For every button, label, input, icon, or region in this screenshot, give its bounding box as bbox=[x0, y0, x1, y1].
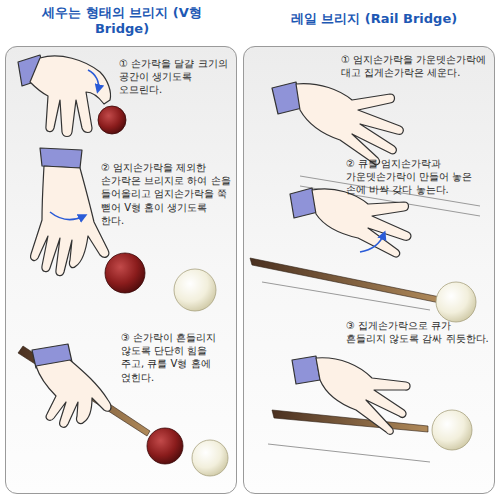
red-ball bbox=[98, 106, 126, 134]
step-text: ① 엄지손가락을 가운뎃손가락에 대고 집게손가락은 세운다. bbox=[341, 53, 491, 79]
step-text: ① 손가락을 달걀 크기의 공간이 생기도록 오므린다. bbox=[119, 57, 231, 97]
hand-figure bbox=[18, 55, 111, 137]
hand bbox=[316, 358, 410, 435]
motion-arrow bbox=[88, 70, 99, 90]
step-text: ③ 손가락이 흔들리지 않도록 단단히 힘을 주고, 큐를 V형 홈에 얹힌다. bbox=[121, 331, 231, 384]
hand-figure bbox=[292, 356, 410, 434]
bridge-panel: 세우는 형태의 브리지 (V형 Bridge)① 손가락을 달걀 크기의 공간이… bbox=[5, 46, 237, 494]
text-slot: 세우는 형태의 브리지 (V형 Bridge) bbox=[42, 5, 202, 38]
text-slot: ② 엄지손가락을 제외한 손가락은 브리지로 하여 손을 들어올리고 엄지손가락… bbox=[101, 161, 233, 227]
rail-line bbox=[268, 444, 430, 462]
sleeve-cuff bbox=[40, 148, 82, 168]
panel-ground bbox=[243, 46, 495, 494]
text-slot: ① 엄지손가락을 가운뎃손가락에 대고 집게손가락은 세운다. bbox=[341, 53, 491, 79]
hand bbox=[296, 84, 403, 165]
text-slot: ③ 손가락이 흔들리지 않도록 단단히 힘을 주고, 큐를 V형 홈에 얹힌다. bbox=[121, 331, 231, 384]
motion-arrow bbox=[360, 234, 384, 252]
step-text: ③ 집게손가락으로 큐가 흔들리지 않도록 감싸 쥐듯한다. bbox=[346, 319, 491, 345]
panel-ground bbox=[5, 46, 237, 494]
hand-figure bbox=[31, 148, 109, 276]
hand bbox=[312, 189, 411, 257]
white-ball bbox=[432, 410, 472, 450]
text-slot: ③ 집게손가락으로 큐가 흔들리지 않도록 감싸 쥐듯한다. bbox=[346, 319, 491, 345]
white-ball bbox=[174, 269, 216, 311]
panel-heading: 세우는 형태의 브리지 (V형 Bridge) bbox=[42, 5, 202, 38]
hand-figure bbox=[272, 82, 403, 165]
red-ball bbox=[147, 428, 183, 464]
cue-stick bbox=[250, 258, 440, 303]
red-ball bbox=[105, 253, 145, 293]
panel-heading: 레일 브리지 (Rail Bridge) bbox=[256, 11, 492, 27]
text-slot: 레일 브리지 (Rail Bridge) bbox=[256, 11, 492, 27]
bridge-panel: 레일 브리지 (Rail Bridge)① 엄지손가락을 가운뎃손가락에 대고 … bbox=[243, 46, 495, 494]
hand-figure bbox=[32, 344, 111, 427]
text-slot: ② 큐를 엄지손가락과 가운뎃손가락이 만들어 놓은 손에 바싹 갖다 놓는다. bbox=[346, 157, 491, 197]
white-ball bbox=[192, 440, 228, 476]
hand bbox=[31, 166, 109, 276]
hand bbox=[36, 360, 111, 427]
hand-figure bbox=[290, 188, 411, 257]
step-text: ② 엄지손가락을 제외한 손가락은 브리지로 하여 손을 들어올리고 엄지손가락… bbox=[101, 161, 233, 227]
motion-arrow bbox=[50, 212, 84, 219]
rail-lines bbox=[268, 444, 430, 462]
step-text: ② 큐를 엄지손가락과 가운뎃손가락이 만들어 놓은 손에 바싹 갖다 놓는다. bbox=[346, 157, 491, 197]
text-slot: ① 손가락을 달걀 크기의 공간이 생기도록 오므린다. bbox=[119, 57, 231, 97]
white-ball bbox=[436, 282, 476, 322]
